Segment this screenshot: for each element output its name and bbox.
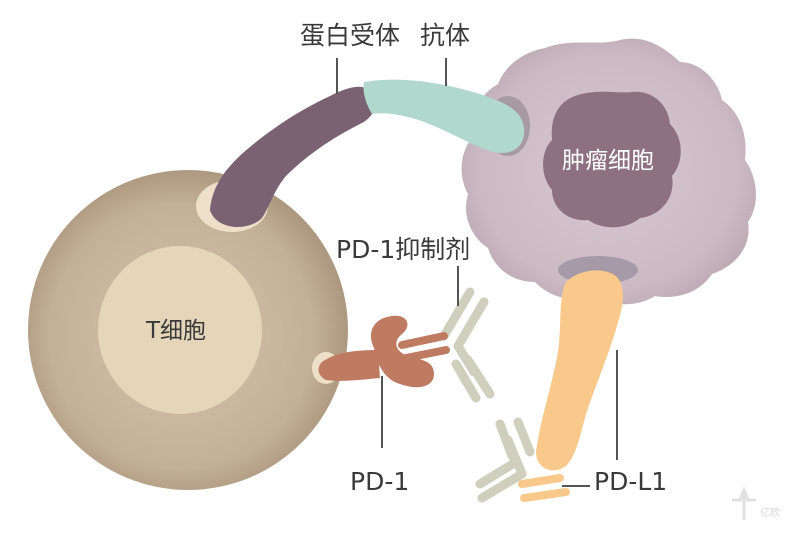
label-t-cell: T细胞 <box>145 318 206 344</box>
label-pd1: PD-1 <box>350 467 409 496</box>
label-pdl1: PD-L1 <box>594 467 667 496</box>
watermark-logo: 亿欧 <box>732 485 780 520</box>
protein-receptor <box>210 86 376 228</box>
label-protein-receptor: 蛋白受体 <box>300 21 400 50</box>
t-cell-nucleus <box>98 246 262 414</box>
pd1-inhibitor-antibody <box>439 287 495 403</box>
label-antibody: 抗体 <box>420 21 470 50</box>
pdl1-protein <box>536 270 623 471</box>
pd1-receptor <box>318 315 434 388</box>
tumor-cell-nucleus <box>543 91 681 228</box>
label-tumor-cell: 肿瘤细胞 <box>562 148 654 174</box>
label-pd1-inhibitor: PD-1抑制剂 <box>336 235 470 264</box>
pd1-inhibitor-binding <box>398 332 450 362</box>
watermark-text: 亿欧 <box>760 506 780 519</box>
antibody <box>363 79 525 153</box>
leader-lines <box>336 58 618 487</box>
pdl1-antibody-binding <box>518 474 570 502</box>
pdl1-antibody <box>475 417 535 503</box>
